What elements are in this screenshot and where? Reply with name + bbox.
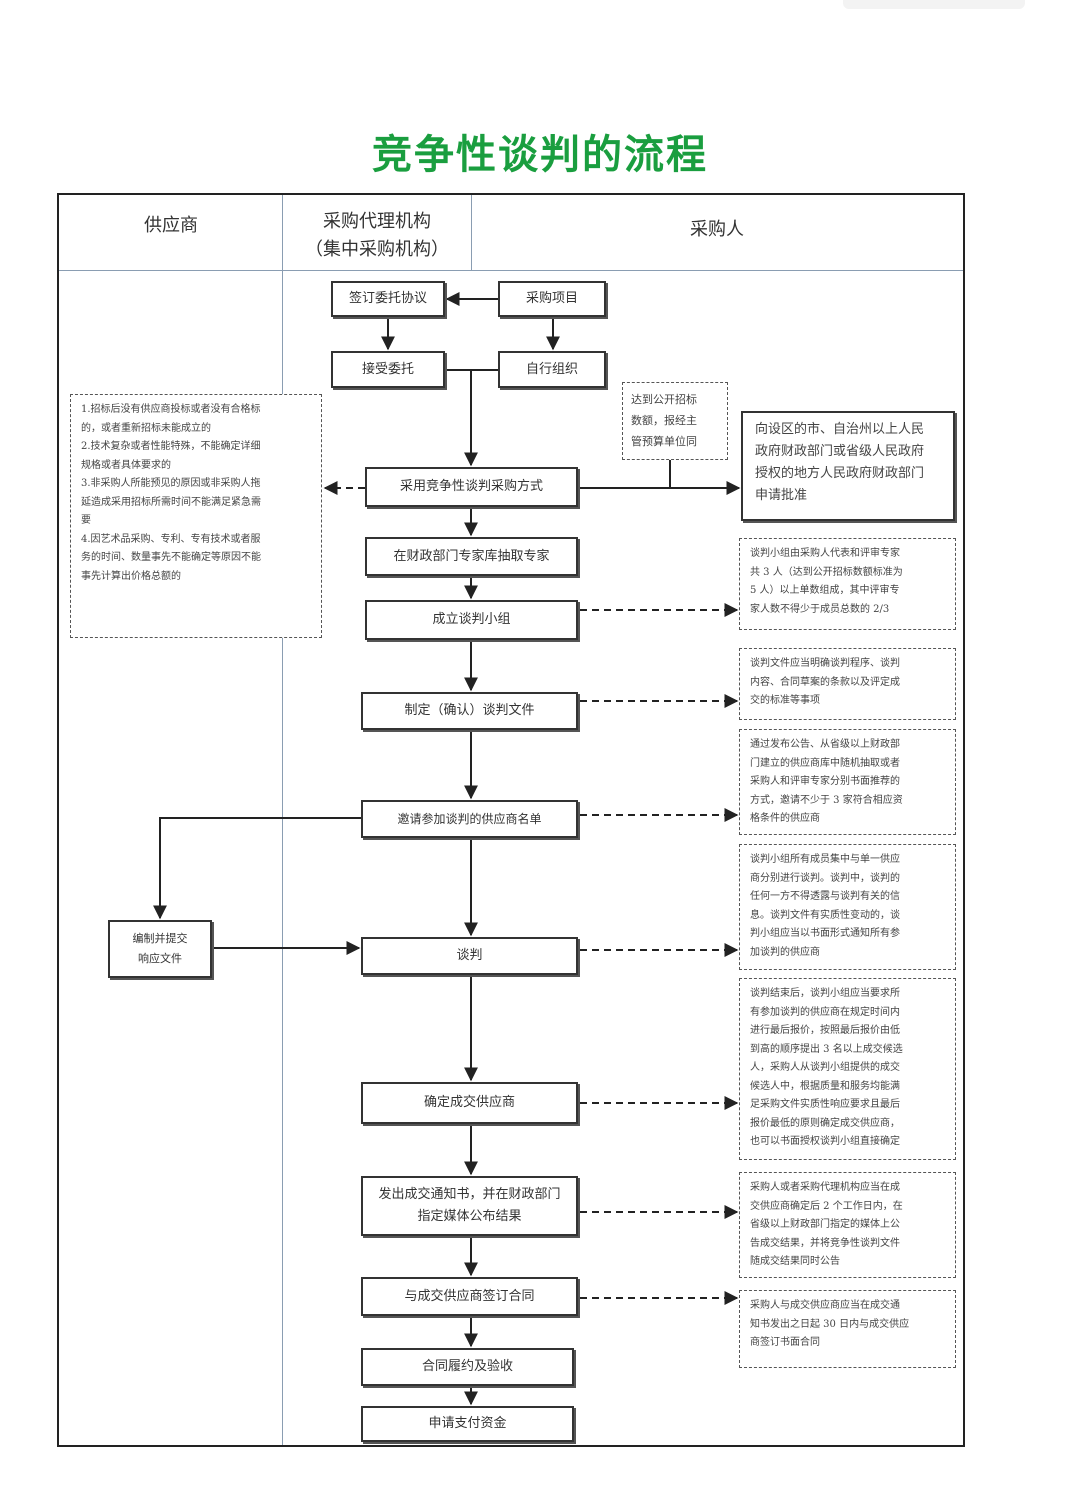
note-contract: 采购人与成交供应商应当在成交通 知书发出之日起 30 日内与成交供应 商签订书面… [739, 1290, 956, 1368]
note-approval-line: 申请批准 [755, 488, 808, 503]
note-determine-line: 谈判结束后，谈判小组应当要求所 [750, 988, 900, 999]
note-negotiation-line: 判小组应当以书面形式通知所有参 [750, 928, 900, 939]
lane-header-divider [59, 270, 963, 271]
note-documents-line: 谈判文件应当明确谈判程序、谈判 [750, 658, 900, 669]
step-negotiate: 谈判 [361, 937, 578, 975]
step-draw-experts: 在财政部门专家库抽取专家 [365, 537, 578, 576]
note-conditions-line: 事先计算出价格总额的 [81, 570, 181, 582]
note-invite-line: 采购人和评审专家分别书面推荐的 [750, 776, 900, 787]
note-conditions-line: 1.招标后没有供应商投标或者没有合格标 [81, 404, 261, 415]
step-sign-contract: 与成交供应商签订合同 [361, 1277, 578, 1316]
note-determine-line: 人，采购人从谈判小组提供的成交 [750, 1062, 900, 1073]
note-threshold-line: 管预算单位同 [631, 435, 697, 448]
step-invite-list: 邀请参加谈判的供应商名单 [361, 800, 578, 838]
note-conditions-line: 规格或者具体要求的 [81, 459, 171, 471]
note-documents-line: 交的标准等事项 [750, 695, 820, 706]
note-determine-line: 候选人中，根据质量和服务均能满 [750, 1080, 900, 1092]
lane-header-agency-line1: 采购代理机构 [323, 211, 431, 232]
note-negotiation-line: 任何一方不得透露与谈判有关的信 [750, 891, 900, 902]
note-conditions-line: 3.非采购人所能预见的原因或非采购人拖 [81, 478, 261, 489]
lane-divider-agency-purchaser [471, 195, 472, 270]
note-announce-line: 采购人或者采购代理机构应当在成 [750, 1182, 900, 1193]
note-announce: 采购人或者采购代理机构应当在成 交供应商确定后 2 个工作日内，在 省级以上财政… [739, 1172, 956, 1278]
note-determine-line: 报价最低的原则确定成交供应商， [750, 1117, 900, 1129]
step-sign-agreement: 签订委托协议 [331, 281, 445, 317]
note-contract-line: 采购人与成交供应商应当在成交通 [750, 1300, 900, 1311]
note-negotiation-line: 谈判小组所有成员集中与单一供应 [750, 854, 900, 865]
note-announce-line: 告成交结果，并将竞争性谈判文件 [750, 1237, 900, 1249]
step-form-group: 成立谈判小组 [365, 600, 578, 640]
arrow-invite-to-response [153, 817, 361, 920]
note-threshold-line: 达到公开招标 [631, 393, 697, 406]
note-announce-line: 交供应商确定后 2 个工作日内，在 [750, 1200, 903, 1212]
note-announce-line: 随成交结果同时公告 [750, 1256, 840, 1267]
note-negotiation-line: 商分别进行谈判。谈判中，谈判的 [750, 872, 900, 884]
note-group-line: 5 人）以上单数组成，其中评审专 [750, 585, 900, 596]
step-accept-entrust: 接受委托 [331, 351, 445, 388]
note-group-line: 谈判小组由采购人代表和评审专家 [750, 548, 900, 559]
note-conditions: 1.招标后没有供应商投标或者没有合格标 的，或者重新招标未能成立的 2.技术复杂… [70, 394, 322, 638]
note-conditions-line: 2.技术复杂或者性能特殊，不能确定详细 [81, 441, 261, 452]
note-approval-line: 授权的地方人民政府财政部门 [755, 466, 925, 481]
note-determine-line: 足采购文件实质性响应要求且最后 [750, 1099, 900, 1110]
step-purchase-project: 采购项目 [498, 281, 606, 317]
step-apply-payment: 申请支付资金 [361, 1406, 574, 1442]
note-group: 谈判小组由采购人代表和评审专家 共 3 人（达到公开招标数额标准为 5 人）以上… [739, 538, 956, 630]
note-invite-line: 通过发布公告、从省级以上财政部 [750, 739, 900, 750]
note-determine-line: 进行最后报价，按照最后报价由低 [750, 1025, 900, 1036]
note-approval-line: 向设区的市、自治州以上人民 [755, 422, 925, 437]
note-documents-line: 内容、合同草案的条款以及评定成 [750, 676, 900, 688]
note-conditions-line: 4.因艺术品采购、专利、专有技术或者服 [81, 533, 261, 545]
note-determine-line: 也可以书面授权谈判小组直接确定 [750, 1136, 900, 1147]
step-determine-supplier: 确定成交供应商 [361, 1082, 578, 1124]
step-self-organize: 自行组织 [498, 351, 606, 388]
note-conditions-line: 要 [81, 515, 91, 526]
note-determine-line: 有参加谈判的供应商在规定时间内 [750, 1006, 900, 1018]
note-approval-line: 政府财政部门或省级人民政府 [755, 444, 925, 459]
note-threshold: 达到公开招标 数额，报经主 管预算单位同 [622, 382, 728, 460]
note-determine: 谈判结束后，谈判小组应当要求所 有参加谈判的供应商在规定时间内 进行最后报价，按… [739, 978, 956, 1160]
note-contract-line: 知书发出之日起 30 日内与成交供应 [750, 1318, 910, 1330]
note-conditions-line: 的，或者重新招标未能成立的 [81, 422, 211, 434]
note-negotiation-line: 加谈判的供应商 [750, 946, 820, 958]
note-negotiation-line: 息。谈判文件有实质性变动的，谈 [750, 909, 900, 921]
note-invite-line: 门建立的供应商库中随机抽取或者 [750, 757, 900, 769]
note-invite-line: 方式，邀请不少于 3 家符合相应资 [750, 794, 903, 806]
step-issue-notice: 发出成交通知书，并在财政部门指定媒体公布结果 [361, 1176, 578, 1236]
note-approval: 向设区的市、自治州以上人民 政府财政部门或省级人民政府 授权的地方人民政府财政部… [741, 411, 955, 521]
note-group-line: 家人数不得少于成员总数的 2/3 [750, 603, 890, 615]
note-determine-line: 到高的顺序提出 3 名以上成交候选 [750, 1043, 903, 1055]
lane-header-supplier: 供应商 [144, 215, 198, 236]
note-invite: 通过发布公告、从省级以上财政部 门建立的供应商库中随机抽取或者 采购人和评审专家… [739, 729, 956, 835]
note-conditions-line: 务的时间、数量事先不能确定等原因不能 [81, 552, 261, 563]
lane-header-purchaser: 采购人 [690, 219, 744, 240]
note-announce-line: 省级以上财政部门指定的媒体上公 [750, 1219, 900, 1230]
note-negotiation: 谈判小组所有成员集中与单一供应 商分别进行谈判。谈判中，谈判的 任何一方不得透露… [739, 844, 956, 970]
note-threshold-line: 数额，报经主 [631, 414, 697, 427]
note-contract-line: 商签订书面合同 [750, 1337, 820, 1348]
step-prepare-response: 编制并提交响应文件 [108, 920, 212, 978]
top-bar-fragment [843, 0, 1025, 9]
lane-header-agency: 采购代理机构 （集中采购机构） [283, 208, 471, 264]
lane-header-agency-line2: （集中采购机构） [305, 239, 449, 260]
step-perform-accept: 合同履约及验收 [361, 1348, 574, 1386]
note-documents: 谈判文件应当明确谈判程序、谈判 内容、合同草案的条款以及评定成 交的标准等事项 [739, 648, 956, 720]
note-invite-line: 格条件的供应商 [750, 813, 820, 824]
note-group-line: 共 3 人（达到公开招标数额标准为 [750, 566, 903, 578]
step-make-documents: 制定（确认）谈判文件 [361, 692, 578, 730]
step-adopt-method: 采用竞争性谈判采购方式 [365, 467, 578, 507]
lane-divider-supplier-agency [282, 195, 283, 1445]
note-conditions-line: 延造成采用招标所需时间不能满足紧急需 [81, 496, 261, 508]
page-title: 竞争性谈判的流程 [372, 132, 708, 178]
